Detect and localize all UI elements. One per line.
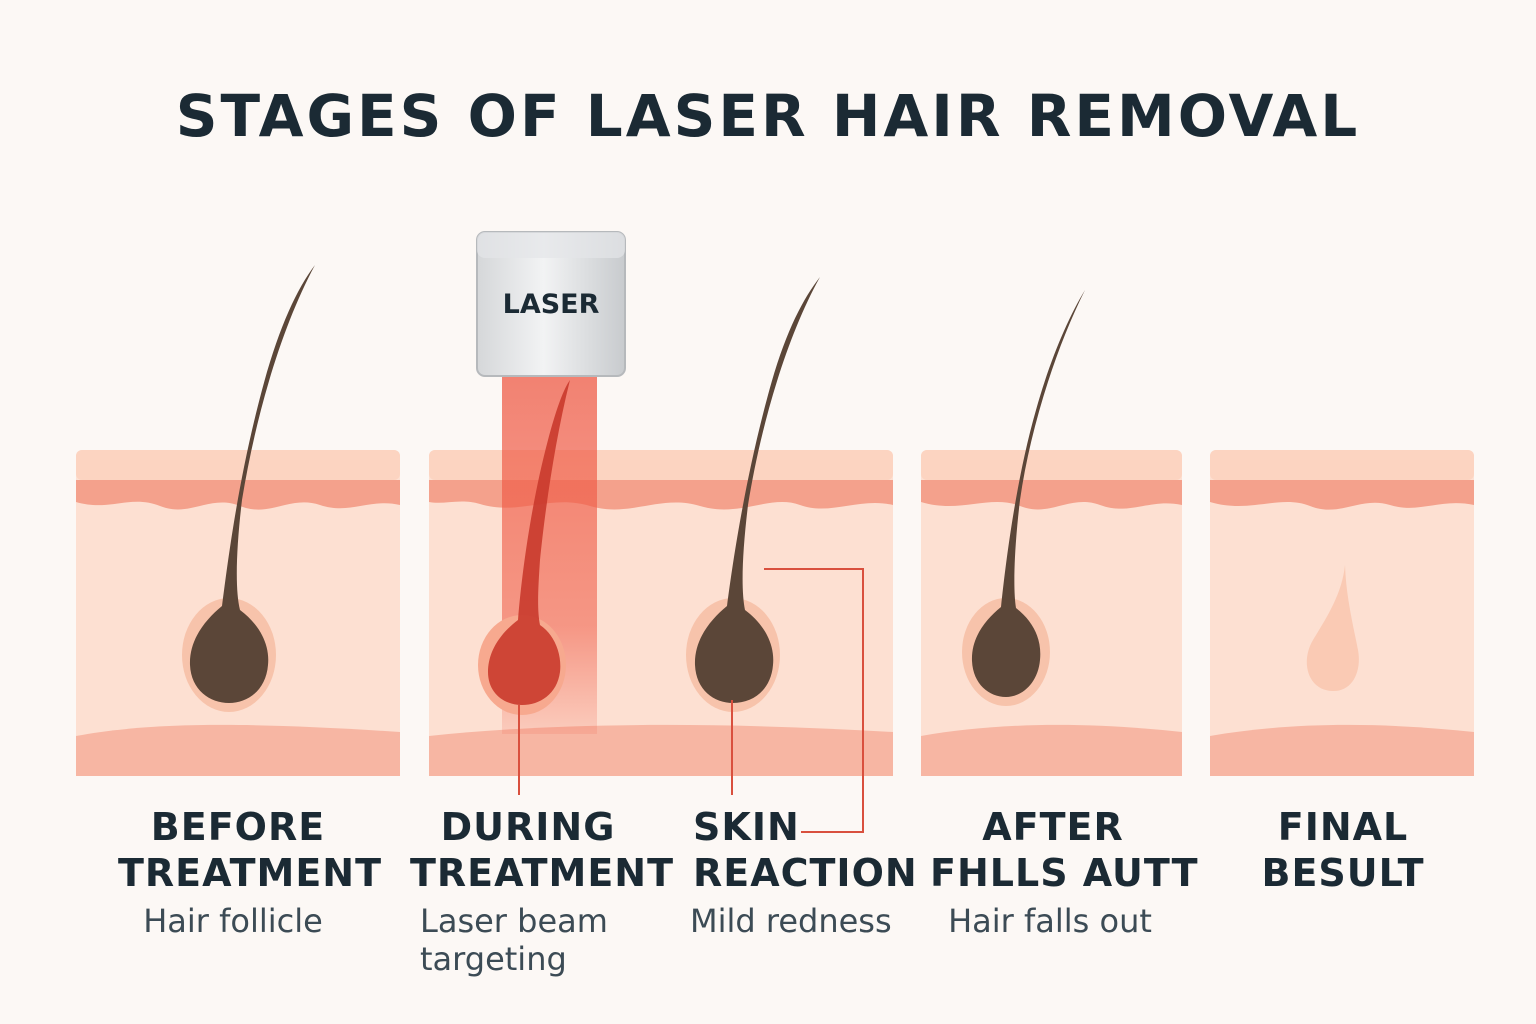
skin-panel-after xyxy=(921,450,1182,776)
stage-caption-before: Hair follicle xyxy=(118,902,348,940)
hair-follicle-during xyxy=(478,380,570,715)
stage-title-during-line1: DURING xyxy=(440,805,616,849)
stage-title-final-line1: FINAL xyxy=(1277,805,1409,849)
stage-caption-before-line1: Hair follicle xyxy=(143,902,323,940)
laser-device: LASER xyxy=(476,231,626,377)
stage-title-before-line1: BEFORE xyxy=(150,805,326,849)
laser-device-label: LASER xyxy=(503,289,600,320)
stage-caption-during-line2: targeting xyxy=(420,940,567,978)
stage-title-reaction-line2: REACTION xyxy=(693,851,918,895)
stage-title-during: DURING TREATMENT xyxy=(410,804,675,896)
stage-title-after: AFTER FHLLS AUTT xyxy=(930,804,1199,896)
skin-panel-during xyxy=(429,450,893,776)
stage-title-final: FINAL BESULT xyxy=(1240,804,1446,896)
stage-title-before-line2: TREATMENT xyxy=(118,851,383,895)
empty-follicle-final xyxy=(1306,565,1359,692)
stage-title-after-line1: AFTER xyxy=(982,805,1124,849)
stage-caption-reaction: Mild redness xyxy=(690,902,900,940)
stage-caption-during: Laser beam targeting xyxy=(420,902,640,978)
hair-follicle-after xyxy=(962,290,1085,706)
diagram-title: STAGES OF LASER HAIR REMOVAL xyxy=(175,82,1361,150)
stage-title-after-line2: FHLLS AUTT xyxy=(930,851,1199,895)
stage-title-before: BEFORE TREATMENT xyxy=(118,804,383,896)
stage-caption-after-line1: Hair falls out xyxy=(948,902,1152,940)
stage-title-final-line2: BESULT xyxy=(1261,851,1425,895)
stage-caption-reaction-line1: Mild redness xyxy=(690,902,892,940)
callout-lines xyxy=(518,568,864,833)
hair-follicle-reaction xyxy=(686,277,820,712)
stage-caption-during-line1: Laser beam xyxy=(420,902,608,940)
stage-title-during-line2: TREATMENT xyxy=(410,851,675,895)
stage-title-reaction-line1: SKIN xyxy=(693,805,800,849)
hair-follicle-before xyxy=(182,265,315,712)
stage-caption-after: Hair falls out xyxy=(935,902,1165,940)
stage-title-reaction: SKIN REACTION xyxy=(693,804,918,896)
